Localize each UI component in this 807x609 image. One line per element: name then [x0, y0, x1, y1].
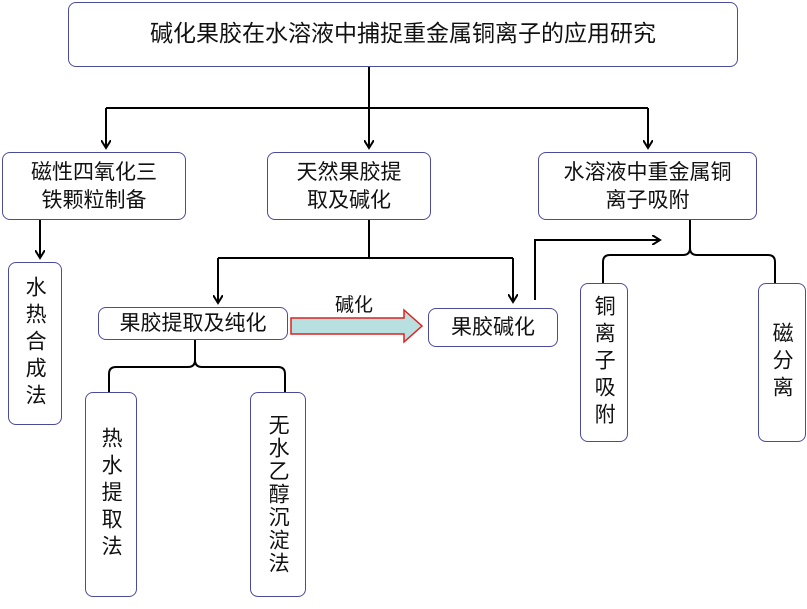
title-box: 碱化果胶在水溶液中捕捉重金属铜离子的应用研究 — [68, 2, 738, 67]
magnetic-box: 磁分离 — [758, 283, 806, 442]
adsorption-bracket — [602, 220, 776, 283]
alkalization-text: 果胶碱化 — [451, 315, 535, 340]
arrow-label: 碱化 — [335, 294, 374, 316]
title-text: 碱化果胶在水溶液中捕捉重金属铜离子的应用研究 — [150, 20, 656, 47]
alkalization-box: 果胶碱化 — [428, 308, 558, 347]
magnetite-line2: 铁颗粒制备 — [41, 188, 147, 212]
adsorption-box: 水溶液中重金属铜 离子吸附 — [538, 152, 757, 220]
magnetic-text: 磁分离 — [770, 322, 795, 403]
arrow-alkalization-to-adsorption — [534, 240, 660, 300]
alkalization-arrow — [290, 308, 424, 344]
pectin-line2: 取及碱化 — [307, 188, 391, 212]
pectin-box: 天然果胶提 取及碱化 — [267, 152, 431, 220]
extraction-text: 果胶提取及纯化 — [119, 311, 267, 336]
pectin-split — [218, 220, 513, 259]
extraction-box: 果胶提取及纯化 — [98, 307, 288, 340]
cu-adsorption-box: 铜离子吸附 — [580, 283, 628, 442]
adsorption-line2: 离子吸附 — [605, 188, 690, 212]
magnetite-box: 磁性四氧化三 铁颗粒制备 — [2, 152, 186, 220]
hot-water-box: 热水提取法 — [85, 392, 137, 597]
hot-water-text: 热水提取法 — [99, 427, 124, 562]
hydrothermal-text: 水热合成法 — [23, 276, 48, 411]
title-connector — [106, 67, 648, 109]
extraction-bracket — [108, 340, 286, 392]
ethanol-text: 无水乙醇沉淀法 — [266, 414, 291, 575]
hydrothermal-box: 水热合成法 — [8, 262, 62, 425]
adsorption-line1: 水溶液中重金属铜 — [563, 159, 732, 184]
ethanol-box: 无水乙醇沉淀法 — [250, 392, 306, 597]
magnetite-line1: 磁性四氧化三 — [31, 159, 157, 184]
cu-adsorption-text: 铜离子吸附 — [592, 295, 617, 430]
pectin-line1: 天然果胶提 — [296, 159, 402, 184]
